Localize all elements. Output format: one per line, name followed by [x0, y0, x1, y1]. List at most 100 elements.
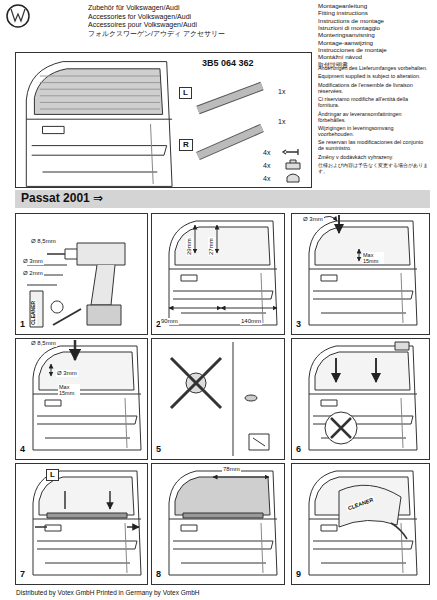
dimension-line: [213, 477, 269, 478]
cross-mark: [331, 418, 351, 438]
dimension-line: [221, 308, 277, 309]
cleaner-can: [30, 291, 43, 327]
door-window: [34, 69, 162, 115]
vw-logo: [11, 9, 25, 21]
door-handle: [43, 126, 65, 133]
clip-icon: [395, 342, 409, 350]
header-text: フォルクスワーゲン/アウディ アクセサリー: [88, 30, 308, 38]
armrest: [313, 291, 413, 299]
blind-fabric: [40, 76, 160, 77]
roller-blind-r: [198, 128, 262, 156]
vw-logo: [7, 5, 29, 27]
note-text: 仕様および内容は予告なく変更する場合があります。: [318, 163, 430, 175]
note-text: Změny v dodávkách vyhrazeny.: [318, 155, 430, 161]
panel-drawing: [169, 221, 277, 325]
step-panel: 5: [151, 338, 285, 460]
panel-drawing: [33, 471, 141, 575]
door-handle: [321, 400, 337, 406]
text-column: Änderungen des Lieferumfanges vorbehalte…: [318, 66, 430, 178]
panel-drawing: [309, 342, 417, 450]
door-outline: [33, 346, 141, 450]
step-panel: 2: [151, 213, 285, 335]
roller-blind: [183, 513, 263, 518]
quantity-label: 4x: [262, 162, 271, 170]
step-number: 8: [156, 570, 161, 580]
panel-drawing: [171, 342, 269, 456]
door-panel-line: [401, 398, 403, 448]
header-text: Zubehör für Volkswagen/Audi: [88, 4, 308, 12]
header-text: Montageanleitung: [318, 3, 433, 10]
side-tag: L: [46, 469, 59, 481]
panel-drawing: [33, 340, 141, 450]
note-text: Se reservan las modificaciones del conju…: [318, 140, 430, 152]
drill-body: [77, 243, 125, 265]
blind-fabric: [40, 95, 160, 96]
dimension-line: [51, 364, 52, 376]
door-outline: [33, 471, 141, 575]
dimension-line: [217, 225, 218, 253]
panel-drawing: [169, 471, 277, 575]
armrest: [37, 541, 137, 549]
door-window: [315, 227, 410, 265]
door-window: [39, 352, 134, 390]
header-text: Monteringsanvisning: [318, 32, 433, 39]
panel-drawing: [27, 243, 125, 327]
panel-drawing: [309, 471, 417, 575]
dimension-label: 90mm: [160, 318, 179, 325]
door-sill: [26, 119, 172, 120]
quantity-label: 1x: [277, 118, 286, 126]
note-text: Wijzigingen in leveringsomvang voorbehou…: [318, 126, 430, 138]
armrest: [37, 416, 137, 424]
note-text: Ci riserviamo modifiche all'entità della…: [318, 97, 430, 109]
header-text: Instrucciones de montaje: [318, 47, 433, 54]
blind-fabric: [40, 82, 160, 83]
door-sill: [309, 269, 417, 270]
dimension-label: 29mm: [186, 237, 193, 256]
detail-circle: [325, 412, 357, 444]
door-handle: [181, 275, 197, 281]
header-text: Montážní návod: [318, 54, 433, 61]
quantity-label: 1x: [277, 88, 286, 96]
dimension-line: [195, 225, 196, 253]
door-panel-line: [401, 273, 403, 323]
door-handle: [321, 275, 337, 281]
door-sill: [33, 519, 141, 520]
drill-bit: [74, 340, 77, 360]
door-panel-line: [125, 523, 127, 573]
armrest: [173, 541, 273, 549]
quantity-label: 4x: [262, 149, 271, 157]
insert-arrow: [65, 491, 110, 509]
note-text: Modifications de l'ensemble de livraison…: [318, 83, 430, 95]
dimension-label: Ø 3mm: [22, 258, 44, 265]
node-text: 3B5 064 362: [202, 59, 254, 69]
text-column: MontageanleitungFitting instructionsInst…: [318, 3, 433, 69]
mounting-hole: [245, 395, 257, 401]
header-text: Istruzioni di montaggio: [318, 25, 433, 32]
door-handle: [45, 400, 61, 406]
node-text: L: [180, 89, 191, 98]
header-text: Fitting instructions: [318, 10, 433, 17]
door-handle: [45, 525, 61, 531]
door-sill: [33, 394, 141, 395]
dimension-label: 27mm: [208, 237, 215, 256]
door-sill: [169, 519, 277, 520]
screwdriver: [53, 309, 81, 325]
parts-drawing: [26, 62, 300, 187]
dimension-label: Ø 3mm: [302, 216, 324, 223]
cleaning-cloth: [339, 485, 401, 527]
cross-mark: [171, 358, 221, 408]
drill-chuck: [65, 249, 77, 259]
door-panel-line: [261, 273, 263, 323]
door-handle: [321, 525, 337, 531]
note-text: Equipment supplied is subject to alterat…: [318, 74, 430, 80]
dimension-label: CLEANER: [31, 300, 37, 326]
step-number: 3: [296, 320, 301, 330]
door-outline: [309, 221, 417, 325]
drill-bit: [47, 253, 65, 255]
door-panel-line: [125, 398, 127, 448]
model-band: Passat 2001 ⇒: [15, 190, 430, 208]
node-text: L: [47, 471, 58, 480]
quantity-label: 4x: [262, 175, 271, 183]
